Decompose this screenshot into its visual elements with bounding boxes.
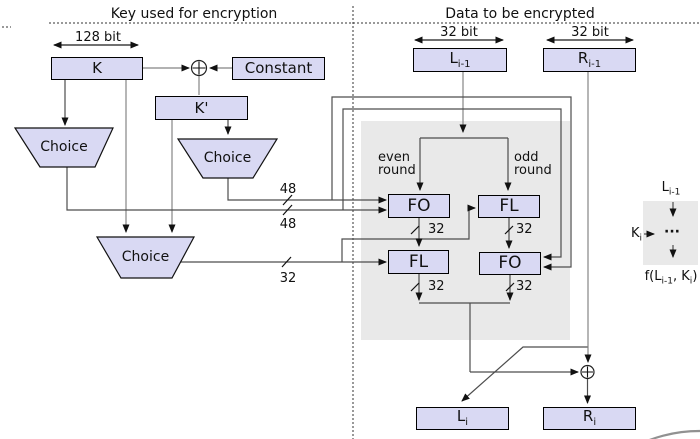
- fo-even-box: FO: [388, 194, 450, 218]
- bus-slash: [410, 282, 420, 292]
- choice3-trapezoid: [95, 236, 196, 279]
- bus-slash: [281, 256, 292, 268]
- mini-dots: ···: [664, 224, 680, 240]
- l-input-width-label: 32 bit: [440, 25, 478, 40]
- key-section-title: Key used for encryption: [110, 6, 278, 22]
- data-section-title: Data to be encrypted: [445, 6, 595, 22]
- bus-slash: [410, 225, 420, 235]
- choice3-label: Choice: [121, 249, 170, 265]
- bus-slash: [282, 204, 293, 216]
- r-output-box: Ri: [543, 407, 636, 430]
- fl-odd-out-width: 32: [516, 222, 533, 237]
- fo-odd-box: FO: [479, 252, 541, 275]
- fl-odd-box: FL: [478, 195, 540, 218]
- l-input-box: Li-1: [413, 48, 507, 72]
- k-box: K: [51, 57, 143, 80]
- fo-odd-out-width: 32: [516, 279, 533, 294]
- choice1-label: Choice: [40, 139, 88, 155]
- subkey32-label: 32: [279, 271, 297, 286]
- choice2-label: Choice: [203, 150, 252, 166]
- subkey48-b-label: 48: [279, 217, 297, 232]
- r-input-box: Ri-1: [543, 48, 636, 72]
- choice2-trapezoid: [176, 138, 279, 179]
- key-width-label: 128 bit: [75, 30, 121, 45]
- fl-even-out-width: 32: [428, 279, 445, 294]
- constant-box: Constant: [232, 57, 325, 80]
- k-prime-box: K': [155, 96, 248, 120]
- odd-round-label: odd round: [514, 150, 552, 178]
- fl-even-box: FL: [388, 250, 449, 274]
- fo-even-out-width: 32: [428, 222, 445, 237]
- l-output-box: Li: [416, 407, 509, 430]
- mini-key-label: Ki: [630, 226, 642, 244]
- mini-f-label: f(Li-1, Ki): [644, 269, 698, 287]
- even-round-label: even round: [378, 150, 416, 178]
- r-input-width-label: 32 bit: [571, 25, 609, 40]
- xor-bottom-icon: [580, 364, 595, 380]
- mini-input-label: Li-1: [661, 180, 681, 198]
- bus-slash: [504, 225, 514, 235]
- choice1-trapezoid: [13, 127, 114, 168]
- xor-top-icon: [190, 59, 208, 77]
- subkey48-a-label: 48: [279, 182, 297, 197]
- bus-slash: [282, 194, 293, 206]
- bus-slash: [505, 282, 515, 292]
- corner-arc: [649, 429, 700, 439]
